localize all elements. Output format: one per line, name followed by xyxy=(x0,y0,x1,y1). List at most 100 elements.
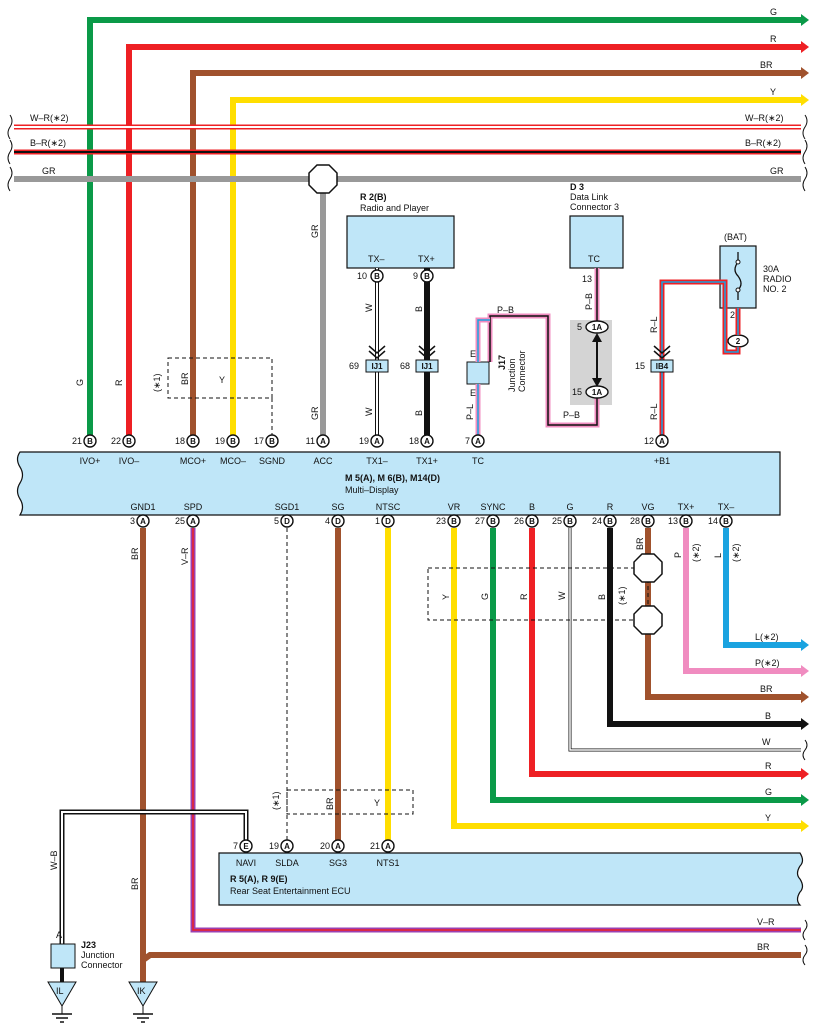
md-bottom-pin-num: 1 xyxy=(375,516,380,526)
svg-text:W: W xyxy=(364,407,374,416)
junction-j23: A J23 Junction Connector W–B BR xyxy=(49,850,140,970)
bottom-wires xyxy=(59,528,809,985)
md-top-pin-conn: A xyxy=(374,437,380,446)
md-bottom-pin-num: 23 xyxy=(436,516,446,526)
svg-text:B: B xyxy=(374,272,380,281)
md-bottom-pin-conn: B xyxy=(451,517,457,526)
md-top-pin-circle xyxy=(420,434,434,448)
dlc-name1: Data Link xyxy=(570,192,609,202)
md-bottom-pin-conn: B xyxy=(645,517,651,526)
md-bottom-pin-label: SGD1 xyxy=(275,502,300,512)
md-bottom-pin-num: 13 xyxy=(668,516,678,526)
md-bottom-pin-circle xyxy=(641,514,655,528)
svg-text:GR: GR xyxy=(310,406,320,420)
svg-text:L: L xyxy=(713,553,723,558)
svg-text:P(∗2): P(∗2) xyxy=(755,658,780,668)
md-top-pin-label: ACC xyxy=(313,456,333,466)
ij1-b-label: IJ1 xyxy=(421,362,433,371)
md-top-pin-label: MCO+ xyxy=(180,456,206,466)
top-wires xyxy=(14,14,809,440)
md-bottom-pin-label: TX+ xyxy=(678,502,695,512)
svg-text:2: 2 xyxy=(736,337,741,346)
splice-gr xyxy=(308,164,338,194)
svg-text:R–L: R–L xyxy=(649,316,659,333)
md-bottom-pin-conn: B xyxy=(490,517,496,526)
md-top-pins: B21IVO+B22IVO–B18MCO+B19MCO–B17SGNDA11AC… xyxy=(72,434,670,466)
svg-text:Junction: Junction xyxy=(81,950,115,960)
svg-text:13: 13 xyxy=(582,274,592,284)
svg-text:IK: IK xyxy=(137,986,146,996)
j17-name1: Junction xyxy=(507,358,517,392)
md-bottom-pin-num: 28 xyxy=(630,516,640,526)
md-bottom-pin-circle xyxy=(447,514,461,528)
rse-pin-num: 20 xyxy=(320,841,330,851)
md-bottom-pin-num: 24 xyxy=(592,516,602,526)
md-bottom-pin-conn: A xyxy=(140,517,146,526)
md-top-pin-circle xyxy=(471,434,485,448)
svg-text:(∗1): (∗1) xyxy=(152,373,162,392)
svg-text:BR: BR xyxy=(325,797,335,810)
bottom-vertical-labels: BR V–R Y G R W B BR P (∗2) L (∗2) (∗1) xyxy=(130,537,741,605)
md-bottom-pin-circle xyxy=(525,514,539,528)
svg-text:E: E xyxy=(470,388,476,398)
md-bottom-pin-conn: D xyxy=(385,517,391,526)
vg-splices xyxy=(427,553,663,635)
md-bottom-pin-label: SYNC xyxy=(480,502,506,512)
md-top-pin-circle xyxy=(370,434,384,448)
svg-text:E: E xyxy=(470,349,476,359)
md-top-pin-label: TX1+ xyxy=(416,456,438,466)
md-top-pin-label: +B1 xyxy=(654,456,670,466)
rse-pin-conn: E xyxy=(243,842,249,851)
svg-text:P: P xyxy=(673,552,683,558)
rse-pin-label: NAVI xyxy=(236,858,256,868)
md-top-pin-num: 22 xyxy=(111,436,121,446)
svg-text:(∗1): (∗1) xyxy=(617,586,627,605)
svg-text:P–L: P–L xyxy=(465,404,475,420)
svg-text:P–B: P–B xyxy=(584,293,594,310)
svg-text:B: B xyxy=(414,410,424,416)
wire-y xyxy=(230,97,801,440)
svg-text:(∗2): (∗2) xyxy=(731,543,741,562)
md-bottom-pin-circle xyxy=(381,514,395,528)
fuse-name1: RADIO xyxy=(763,274,792,284)
md-top-pin-conn: B xyxy=(87,437,93,446)
svg-text:R: R xyxy=(519,593,529,600)
connector-1a: 1A 5 1A 15 xyxy=(572,320,609,399)
md-bottom-pin-num: 5 xyxy=(274,516,279,526)
md-top-pin-circle xyxy=(122,434,136,448)
svg-text:P–B: P–B xyxy=(497,305,514,315)
svg-text:A: A xyxy=(56,930,62,940)
svg-text:P–B: P–B xyxy=(563,410,580,420)
left-label-br2: B–R(∗2) xyxy=(30,138,66,148)
md-top-pin-circle xyxy=(226,434,240,448)
md-top-pin-conn: B xyxy=(190,437,196,446)
md-bottom-pin-circle xyxy=(563,514,577,528)
md-top-pin-label: IVO+ xyxy=(80,456,101,466)
svg-text:GR: GR xyxy=(310,224,320,238)
md-top-pin-circle xyxy=(655,434,669,448)
md-bottom-pin-circle xyxy=(719,514,733,528)
svg-text:B: B xyxy=(414,306,424,312)
rse-pin-circle xyxy=(331,839,345,853)
md-top-pin-conn: B xyxy=(126,437,132,446)
left-label-gr: GR xyxy=(42,166,56,176)
md-top-pin-circle xyxy=(265,434,279,448)
svg-text:Connector: Connector xyxy=(81,960,123,970)
radio-id: R 2(B) xyxy=(360,192,387,202)
md-bottom-pin-conn: A xyxy=(190,517,196,526)
right-wire-labels-top: G R BR Y W–R(∗2) B–R(∗2) GR W–R(∗2) B–R(… xyxy=(30,7,784,176)
svg-text:V–R: V–R xyxy=(180,547,190,565)
md-bottom-pin-conn: D xyxy=(335,517,341,526)
md-top-pin-circle xyxy=(83,434,97,448)
data-link-connector: D 3 Data Link Connector 3 TC 13 xyxy=(569,182,624,284)
ground-ik: IK xyxy=(128,981,158,1023)
label-g: G xyxy=(770,7,777,17)
md-top-pin-circle xyxy=(316,434,330,448)
svg-text:10: 10 xyxy=(357,271,367,281)
fuse-bat: (BAT) xyxy=(724,232,747,242)
svg-text:BR: BR xyxy=(760,684,773,694)
md-top-pin-num: 19 xyxy=(215,436,225,446)
svg-text:9: 9 xyxy=(413,271,418,281)
multi-display: M 5(A), M 6(B), M14(D) Multi–Display xyxy=(16,451,781,516)
